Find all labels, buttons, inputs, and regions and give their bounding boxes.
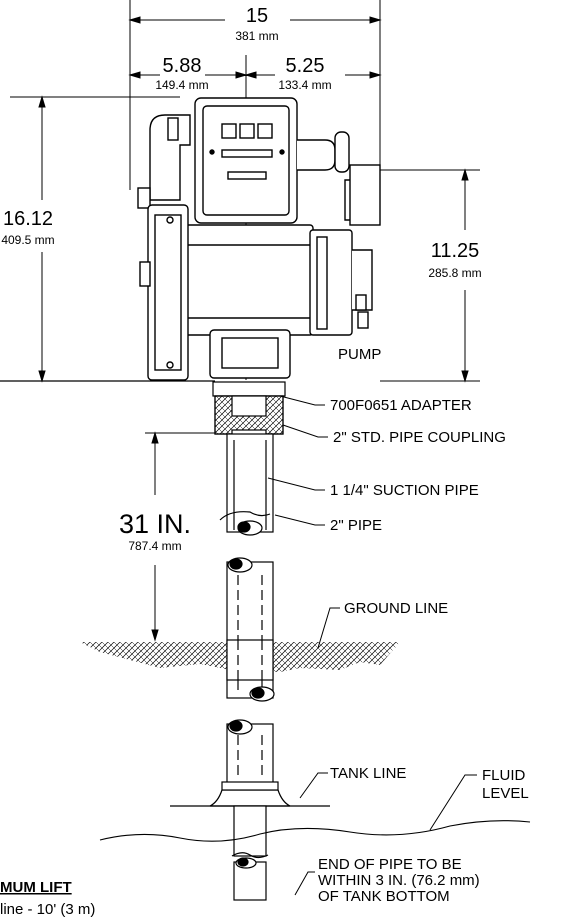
fluid-level-label-2: LEVEL xyxy=(482,785,529,802)
pump-body xyxy=(137,97,381,381)
overall-height-value: 16.12 xyxy=(3,208,53,230)
side-height-dimension xyxy=(360,168,480,383)
overall-width-dimension xyxy=(128,0,382,190)
left-offset-value: 5.88 xyxy=(163,55,202,77)
pump-label: PUMP xyxy=(338,346,381,363)
pipe-section-upper xyxy=(219,433,274,536)
pipe-end-segment xyxy=(233,857,267,901)
suction-pipe-label: 1 1/4" SUCTION PIPE xyxy=(330,482,479,499)
end-note-line-2: WITHIN 3 IN. (76.2 mm) xyxy=(318,872,480,889)
overall-width-mm: 381 mm xyxy=(235,29,278,43)
pipe-section-lower xyxy=(170,719,330,859)
side-height-value: 11.25 xyxy=(431,240,480,262)
end-note-line-1: END OF PIPE TO BE xyxy=(318,856,462,873)
tank-line-label: TANK LINE xyxy=(330,765,406,782)
side-height-mm: 285.8 mm xyxy=(428,266,481,280)
ground-hatch xyxy=(80,639,400,681)
pipe-length-mm: 787.4 mm xyxy=(128,539,181,553)
end-note-line-3: OF TANK BOTTOM xyxy=(318,888,450,905)
pipe-label: 2" PIPE xyxy=(330,517,382,534)
notes-heading: MUM LIFT xyxy=(0,879,72,896)
leader-lines xyxy=(267,395,477,896)
left-offset-mm: 149.4 mm xyxy=(155,78,208,92)
notes-line-1: line - 10' (3 m) xyxy=(0,901,95,917)
fluid-level-line xyxy=(99,820,531,842)
overall-height-mm: 409.5 mm xyxy=(1,233,54,247)
overall-width-value: 15 xyxy=(246,5,268,27)
adapter-label: 700F0651 ADAPTER xyxy=(330,397,472,414)
right-offset-mm: 133.4 mm xyxy=(278,78,331,92)
coupling-label: 2" STD. PIPE COUPLING xyxy=(333,429,506,446)
right-offset-value: 5.25 xyxy=(286,55,325,77)
adapter-coupling xyxy=(212,381,286,441)
pipe-length-dimension xyxy=(145,431,245,642)
fluid-level-label-1: FLUID xyxy=(482,767,526,784)
ground-line-label: GROUND LINE xyxy=(344,600,448,617)
overall-height-dimension xyxy=(0,95,215,383)
pipe-length-value: 31 IN. xyxy=(119,509,191,539)
